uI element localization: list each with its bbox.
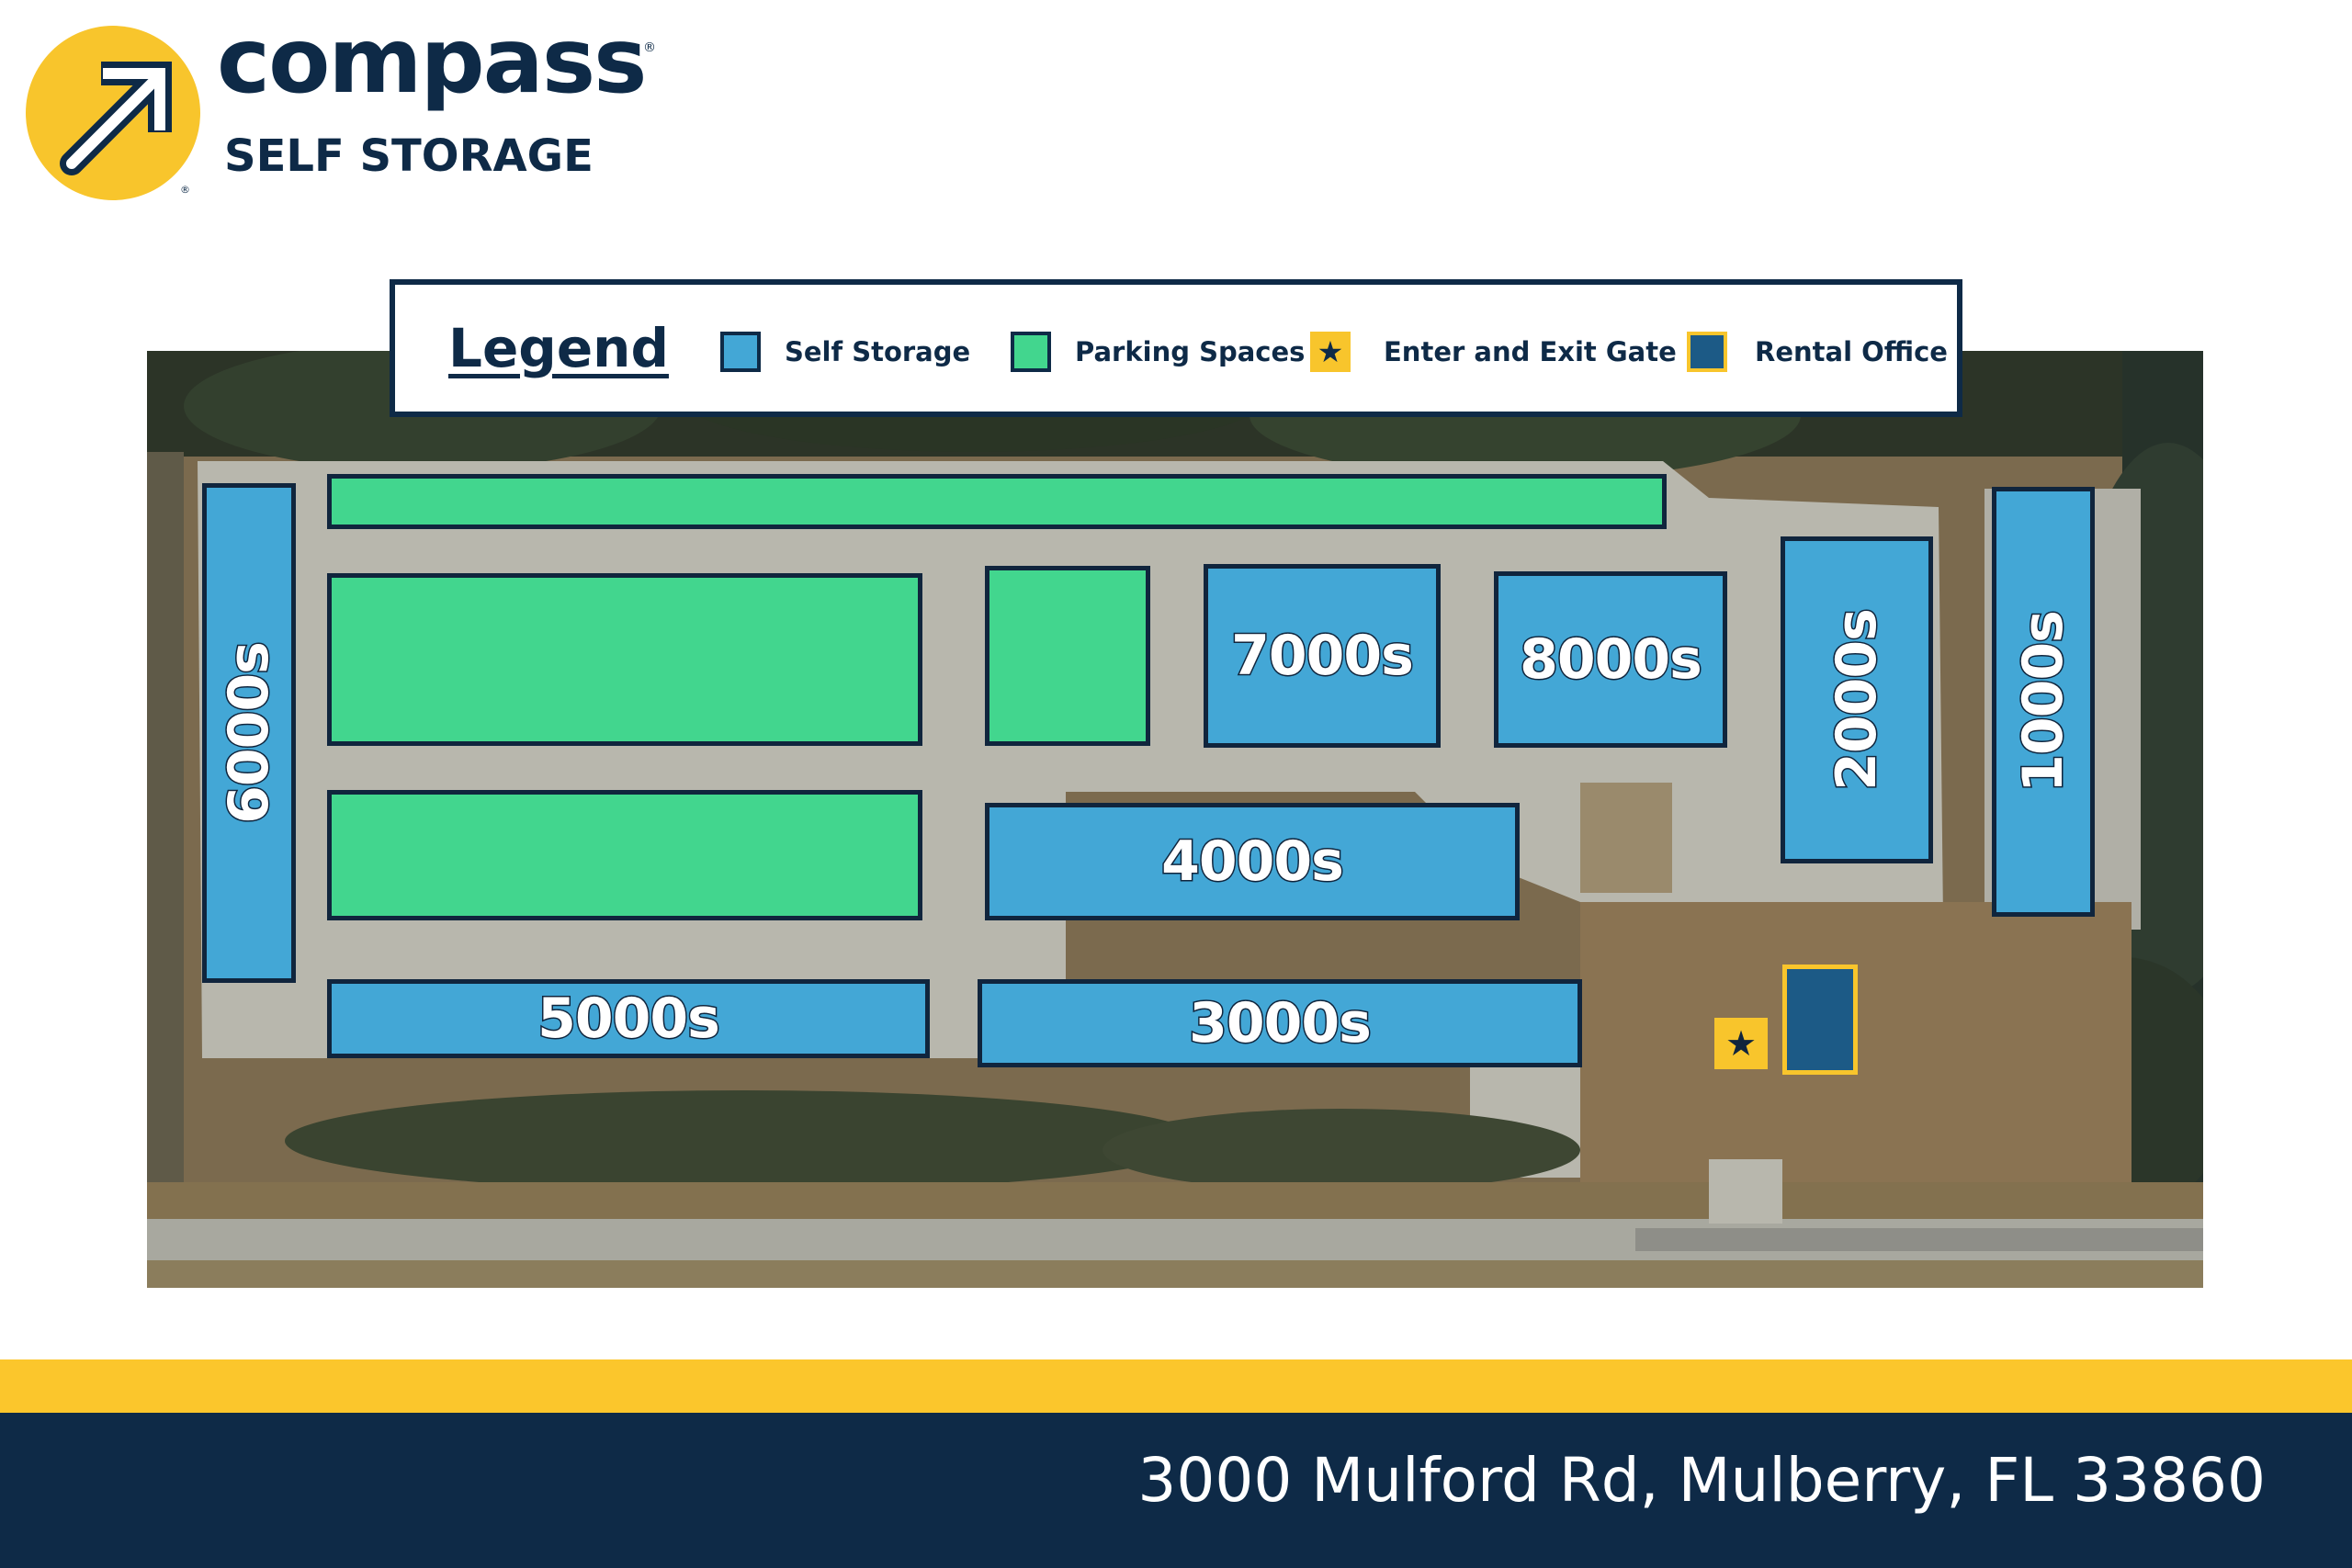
building-label: 5000s [537,986,722,1053]
footer-accent-stripe [0,1359,2352,1413]
arrow-up-right-icon [60,62,172,175]
enter-exit-gate[interactable]: ★ [1714,1018,1768,1069]
legend-title: Legend [448,317,669,379]
rental-office[interactable] [1782,964,1858,1075]
brand-name: compass [217,9,647,114]
compass-logo-icon [26,26,200,200]
building-7000s[interactable]: 7000s [1204,564,1441,748]
facility-address: 3000 Mulford Rd, Mulberry, FL 33860 [1137,1445,2266,1516]
star-glyph: ★ [1317,334,1344,369]
building-label: 7000s [1230,623,1416,690]
footer-bar [0,1413,2352,1568]
legend-label-rental-office: Rental Office [1755,336,1948,367]
star-icon: ★ [1724,1023,1758,1064]
parking-lower-left[interactable] [327,790,922,920]
building-label: 3000s [1188,990,1374,1057]
building-label: 4000s [1160,829,1346,896]
building-2000s[interactable]: 2000s [1781,536,1933,863]
building-8000s[interactable]: 8000s [1494,571,1727,748]
map-legend: Legend Self Storage Parking Spaces ★ Ent… [390,279,1962,417]
parking-top-strip[interactable] [327,474,1667,529]
building-label: 8000s [1519,626,1704,694]
building-1000s[interactable]: 1000s [1992,487,2095,917]
building-3000s[interactable]: 3000s [978,979,1582,1067]
registered-mark: ® [643,40,656,55]
brand-tagline: SELF STORAGE [224,130,594,182]
registered-mark-small: ® [180,184,190,196]
legend-label-gate: Enter and Exit Gate [1384,336,1677,367]
rental-office-swatch [1687,332,1727,372]
legend-label-parking-spaces: Parking Spaces [1075,336,1306,367]
site-map: 6000s 7000s 8000s 2000s 1000s 4000s 5000… [147,351,2203,1288]
building-label: 1000s [2010,610,2077,795]
legend-label-self-storage: Self Storage [785,336,971,367]
parking-spaces-swatch [1011,332,1051,372]
building-6000s[interactable]: 6000s [202,483,296,983]
self-storage-swatch [720,332,761,372]
parking-upper-left[interactable] [327,573,922,746]
parking-upper-middle[interactable] [985,566,1150,746]
building-5000s[interactable]: 5000s [327,979,930,1058]
building-label: 6000s [216,641,283,826]
star-icon: ★ [1310,332,1351,372]
building-4000s[interactable]: 4000s [985,803,1520,920]
building-label: 2000s [1824,608,1891,793]
